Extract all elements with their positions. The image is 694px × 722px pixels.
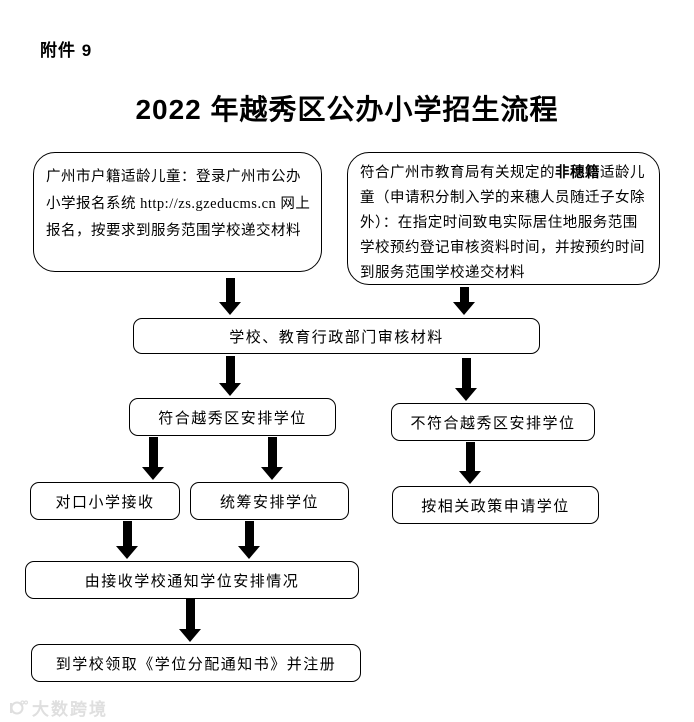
flow-arrow-review-to-eligible [219,356,241,396]
arrow-head-icon [453,302,475,315]
flow-arrow-notify-to-register [179,599,201,642]
arrow-head-icon [455,388,477,401]
arrow-head-icon [116,546,138,559]
arrow-shaft [267,437,277,467]
flow-arrow-hukou-to-review [219,278,241,315]
watermark-logo-icon [8,699,28,717]
node-non-suiji: 符合广州市教育局有关规定的非穗籍适龄儿童（申请积分制入学的来穗人员随迁子女除外）… [347,152,660,285]
node-register-text: 到学校领取《学位分配通知书》并注册 [55,656,337,673]
node-designated-school-text: 对口小学接收 [55,494,155,511]
watermark-text: 大数跨境 [32,700,108,719]
arrow-shaft [225,356,235,383]
arrow-head-icon [179,629,201,642]
arrow-head-icon [261,467,283,480]
node-coordinated-text: 统筹安排学位 [219,494,319,511]
node-review-text: 学校、教育行政部门审核材料 [229,329,444,346]
arrow-shaft [185,599,195,629]
flow-arrow-coordinated-to-notify [238,521,260,559]
arrow-head-icon [219,383,241,396]
flow-arrow-eligible-to-designated [142,437,164,480]
node-guangzhou-hukou: 广州市户籍适龄儿童：登录广州市公办小学报名系统 http://zs.gzeduc… [33,152,322,272]
node-eligible: 符合越秀区安排学位 [129,398,336,436]
arrow-shaft [465,442,475,471]
flow-arrow-review-to-not-eligible [455,358,477,401]
node-register: 到学校领取《学位分配通知书》并注册 [31,644,361,682]
node-not-eligible-text: 不符合越秀区安排学位 [410,415,576,432]
flow-arrow-eligible-to-coordinated [261,437,283,480]
flow-arrow-noteligible-to-policy [459,442,481,484]
node-coordinated: 统筹安排学位 [190,482,349,520]
watermark: 大数跨境 [8,695,108,720]
page-title: 2022 年越秀区公办小学招生流程 [135,94,559,125]
node-not-eligible: 不符合越秀区安排学位 [391,403,595,441]
node-non-suiji-text-before: 符合广州市教育局有关规定的 [360,165,555,181]
node-policy: 按相关政策申请学位 [392,486,599,524]
arrow-head-icon [238,546,260,559]
arrow-head-icon [219,302,241,315]
node-designated-school: 对口小学接收 [30,482,180,520]
node-notify: 由接收学校通知学位安排情况 [25,561,359,599]
node-policy-text: 按相关政策申请学位 [421,498,570,515]
arrow-shaft [461,358,471,388]
node-review: 学校、教育行政部门审核材料 [133,318,540,354]
arrow-head-icon [142,467,164,480]
arrow-shaft [225,278,235,302]
flow-arrow-nonsuiji-to-review [453,287,475,315]
arrow-shaft [244,521,254,546]
node-eligible-text: 符合越秀区安排学位 [158,410,307,427]
arrow-shaft [459,287,469,302]
flow-arrow-designated-to-notify [116,521,138,559]
node-guangzhou-hukou-text: 广州市户籍适龄儿童：登录广州市公办小学报名系统 http://zs.gzeduc… [46,169,311,239]
node-non-suiji-text-after: 适龄儿童（申请积分制入学的来穗人员随迁子女除外）：在指定时间致电实际居住地服务范… [360,165,645,281]
arrow-head-icon [459,471,481,484]
node-notify-text: 由接收学校通知学位安排情况 [84,573,300,590]
attachment-label: 附件 9 [40,41,93,60]
arrow-shaft [148,437,158,467]
arrow-shaft [122,521,132,546]
node-non-suiji-text-bold: 非穗籍 [555,165,600,181]
